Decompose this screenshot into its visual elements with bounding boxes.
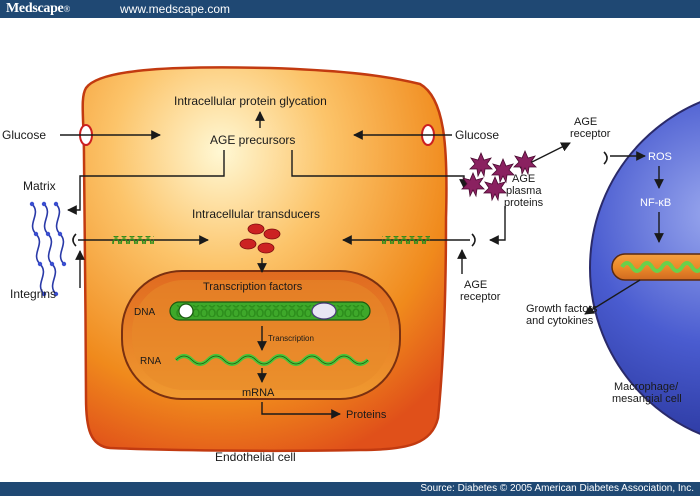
- label-age-precursors: AGE precursors: [210, 133, 295, 147]
- footer-bar: Source: Diabetes © 2005 American Diabete…: [0, 482, 700, 496]
- label-mesangial-cell: mesangial cell: [612, 393, 682, 405]
- label-dna: DNA: [134, 307, 155, 318]
- label-and-cytokines: and cytokines: [526, 315, 594, 327]
- label-mrna: mRNA: [242, 387, 275, 399]
- age-pathway-diagram: Glucose Glucose Intracellular protein gl…: [2, 66, 700, 464]
- label-glucose-right: Glucose: [455, 128, 499, 142]
- label-age-plasma: AGE: [512, 173, 535, 185]
- arrow-to-matrix: [67, 150, 225, 215]
- arrow-to-growth-factors: [584, 279, 641, 315]
- label-endothelial-cell: Endothelial cell: [215, 450, 296, 464]
- label-proteins: Proteins: [346, 409, 387, 421]
- age-receptor-coil: [382, 236, 430, 244]
- label-matrix: Matrix: [23, 179, 56, 193]
- source-credit: Source: Diabetes © 2005 American Diabete…: [420, 483, 694, 494]
- age-receptor-macrophage: [603, 151, 608, 165]
- dna-strand: [169, 301, 371, 321]
- age-receptor-cell: [471, 233, 476, 247]
- label-rna: RNA: [140, 356, 161, 367]
- dna-binding-site: [178, 303, 194, 319]
- label-ros: ROS: [648, 151, 672, 163]
- age-plasma-protein-icons: [461, 149, 537, 202]
- transducer-blobs: [239, 223, 281, 254]
- arrow-plasma-to-receptor: [489, 206, 506, 245]
- rna-strand-outline: [175, 355, 369, 365]
- label-transcription-factors: Transcription factors: [203, 281, 303, 293]
- label-plasma: plasma: [506, 185, 542, 197]
- macrophage-dna: [620, 261, 700, 273]
- label-age-receptor-top: AGE: [574, 116, 597, 128]
- matrix-beads: [29, 201, 67, 297]
- label-intracellular-transducers: Intracellular transducers: [192, 207, 320, 221]
- header-bar: Medscape® www.medscape.com: [0, 0, 700, 18]
- dna-transcription-complex: [311, 302, 337, 320]
- label-age-receptor-bottom: AGE: [464, 279, 487, 291]
- integrin-coil: [112, 236, 154, 244]
- label-macrophage: Macrophage/: [614, 381, 679, 393]
- label-nfkb: NF-κB: [640, 197, 671, 209]
- label-glucose-left: Glucose: [2, 128, 46, 142]
- integrin-receptor: [72, 233, 77, 247]
- label-proteins-plasma: proteins: [504, 197, 544, 209]
- label-integrins: Integrins: [10, 287, 56, 301]
- macrophage-nucleus: [611, 253, 700, 281]
- macrophage-cell: [589, 101, 700, 435]
- matrix-fibers: [31, 203, 65, 295]
- arrow-to-proteins: [261, 402, 341, 419]
- arrow-to-plasma-proteins: [291, 150, 469, 189]
- label-receptor-top: receptor: [570, 128, 611, 140]
- label-transcription: Transcription: [268, 334, 314, 343]
- label-growth-factors: Growth factors: [526, 303, 598, 315]
- site-url-link[interactable]: www.medscape.com: [120, 2, 231, 16]
- medscape-logo[interactable]: Medscape®: [6, 1, 71, 16]
- label-intracellular-glycation: Intracellular protein glycation: [174, 94, 327, 108]
- label-receptor-bottom: receptor: [460, 291, 501, 303]
